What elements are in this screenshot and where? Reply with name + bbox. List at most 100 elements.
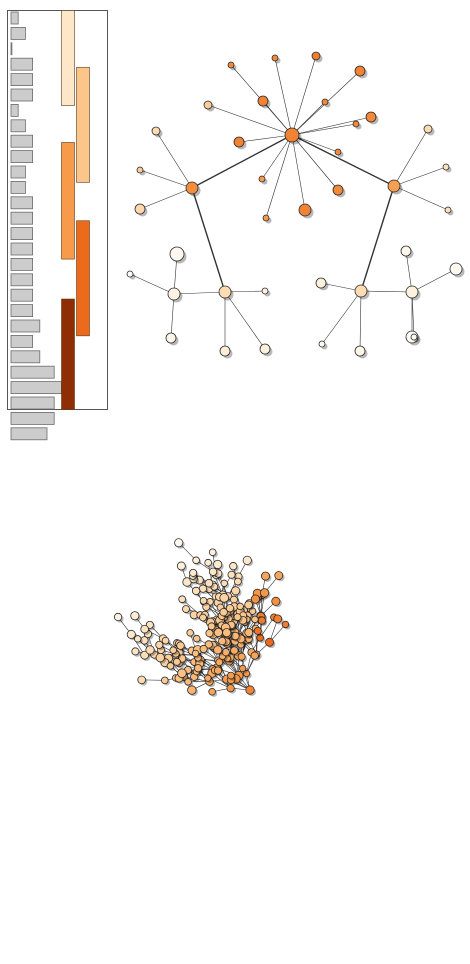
tree-node (256, 633, 264, 642)
radial-edge (155, 130, 193, 189)
tree-node (261, 571, 270, 581)
tree-node (274, 571, 284, 580)
large-tree-edge (259, 617, 275, 638)
tree-node (354, 284, 368, 298)
tree-node (199, 613, 207, 622)
histogram-bar (10, 350, 41, 364)
tree-node (151, 126, 161, 136)
tree-node (191, 649, 200, 658)
histogram-bar (10, 227, 34, 241)
radial-tree-nodes (126, 51, 465, 359)
radial-edge (191, 187, 226, 293)
tree-node (261, 287, 269, 295)
tree-node (134, 203, 146, 215)
tree-node (222, 628, 232, 638)
tree-node (315, 277, 327, 289)
radial-edge (224, 290, 266, 293)
tree-node (245, 685, 255, 695)
tree-node (140, 650, 150, 660)
tree-node (134, 635, 142, 643)
radial-edge (261, 134, 293, 180)
tree-node (145, 645, 155, 655)
tree-node (405, 285, 419, 299)
radial-edge (224, 291, 266, 350)
tree-node (352, 120, 360, 128)
tree-node (204, 558, 212, 567)
tree-node (113, 612, 123, 622)
tree-node (257, 95, 269, 107)
tree-node (213, 666, 223, 675)
tree-node (334, 148, 342, 156)
histogram-bar (10, 396, 55, 410)
histogram-bar (10, 104, 19, 117)
level-range-bar (76, 220, 90, 337)
radial-edge (359, 290, 362, 352)
tree-node (213, 645, 223, 655)
tree-node (176, 561, 186, 571)
radial-edge (139, 169, 193, 189)
tree-node (177, 668, 187, 678)
radial-edge (291, 55, 317, 136)
tree-node (227, 61, 235, 69)
radial-edge (139, 187, 193, 210)
tree-node (221, 648, 230, 657)
tree-node (332, 184, 344, 196)
radial-edge (321, 290, 362, 345)
tree-node (234, 577, 242, 586)
tree-node (354, 65, 366, 77)
radial-edge (274, 57, 293, 136)
tree-node (318, 340, 326, 348)
tree-node (231, 586, 241, 596)
tree-node (199, 597, 208, 605)
radial-edge (291, 134, 339, 153)
histogram-bar (10, 411, 55, 425)
tree-node (137, 675, 146, 685)
tree-node (442, 163, 450, 171)
tree-node (126, 629, 136, 639)
tree-node (219, 608, 228, 617)
tree-node (410, 333, 418, 341)
histogram-bar (10, 288, 34, 302)
tree-node (203, 100, 213, 110)
tree-node (165, 332, 177, 344)
histogram-bar (10, 334, 34, 348)
histogram-bar (10, 119, 26, 133)
radial-edge (191, 134, 293, 189)
radial-edge (265, 134, 293, 219)
tree-node (193, 664, 203, 673)
radial-edge (405, 250, 413, 293)
radial-edge (360, 290, 413, 293)
histogram-bar (10, 134, 34, 148)
tree-node (169, 246, 185, 262)
radial-edge (360, 185, 395, 292)
large-tree-nodes (113, 538, 291, 697)
histogram-bar (10, 11, 19, 25)
tree-node (161, 676, 169, 685)
tree-node (233, 613, 242, 621)
tree-node (230, 595, 238, 604)
histogram-bar (10, 427, 48, 441)
tree-node (192, 556, 200, 565)
tree-node (136, 166, 144, 174)
tree-node (208, 548, 217, 557)
tree-node (230, 646, 239, 655)
radial-edge (291, 134, 395, 187)
tree-node (218, 636, 227, 646)
tree-node (262, 214, 270, 222)
radial-edge (411, 291, 415, 338)
radial-edge (291, 116, 372, 136)
tree-node (208, 567, 218, 576)
radial-edge (173, 291, 226, 295)
large-tree-graph (113, 538, 291, 697)
radial-edge (170, 293, 175, 339)
tree-node (207, 622, 216, 631)
histogram-bar (10, 304, 34, 318)
tree-node (229, 562, 238, 571)
tree-node (271, 596, 281, 606)
tree-node (225, 604, 235, 613)
level-range-bar (76, 66, 90, 183)
radial-edge (393, 128, 429, 187)
radial-edge (393, 166, 447, 187)
tree-node (236, 602, 244, 611)
tree-node (227, 671, 235, 680)
